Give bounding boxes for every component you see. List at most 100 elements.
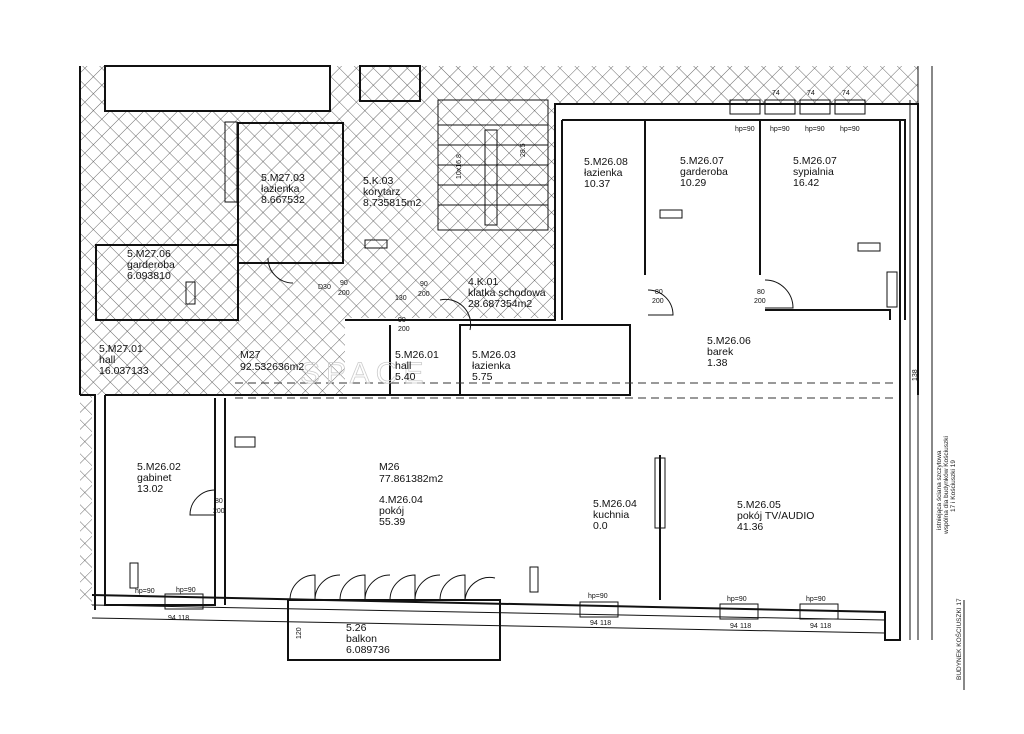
dimension-label: klatka schodowa — [468, 287, 546, 299]
dimension-label: M26 — [379, 461, 400, 473]
dimension-label: garderoba — [127, 259, 175, 271]
dimension-label: 0.0 — [593, 520, 608, 532]
walls — [79, 65, 933, 661]
room-label-m26: M26 77.861382m2 — [379, 461, 443, 485]
dimension-label: 118 — [740, 623, 751, 630]
dimension-label: sypialnia — [793, 166, 834, 178]
room-label-m26-02: 5.M26.02 gabinet 13.02 — [137, 461, 181, 495]
dimension-label: 200 — [398, 326, 410, 333]
dimension-label: M27 — [240, 349, 261, 361]
dimension-label: garderoba — [680, 166, 728, 178]
dimension-label: 94 — [168, 615, 176, 622]
dimension-label: 41.36 — [737, 521, 763, 533]
dimension-label: 5.M26.08 — [584, 156, 628, 168]
dimension-label: 94 — [730, 623, 738, 630]
dimension-label: 6.093810 — [127, 270, 171, 282]
dimension-label: 118 — [178, 615, 189, 622]
dimension-label: 200 — [338, 290, 350, 297]
dimension-label: 8.735815m2 — [363, 197, 422, 209]
dimension-label: 90 — [398, 317, 406, 324]
room-label-m26-06: 5.M26.06 barek 1.38 — [707, 335, 751, 369]
dimension-label: hp=90 — [805, 126, 825, 133]
dimension-label: D30 — [318, 284, 331, 291]
dimension-label: 92.532636m2 — [240, 361, 304, 373]
dimension-label: 28.687354m2 — [468, 298, 532, 310]
dimension-label: 118 — [600, 620, 611, 627]
dimension-label: hp=90 — [135, 588, 155, 595]
dimension-label: 74 — [842, 90, 850, 97]
dimension-label: istniejąca ściana szczytowa — [936, 450, 943, 530]
dimension-label: kuchnia — [593, 509, 629, 521]
dimension-label: 5.M26.01 — [395, 349, 439, 361]
dimension-label: 80 — [757, 289, 765, 296]
dimension-label: 4.M26.04 — [379, 494, 423, 506]
dimension-label: 16.42 — [793, 177, 819, 189]
dimension-label: 5.M26.03 — [472, 349, 516, 361]
dimension-label: 55.39 — [379, 516, 405, 528]
watermark: SPACE — [300, 357, 429, 390]
room-label-m26-04-pokoj: 4.M26.04 pokój 55.39 — [379, 494, 423, 528]
dimension-label: 90 — [340, 280, 348, 287]
dimension-label: 90 — [420, 281, 428, 288]
dimension-label: 5.75 — [472, 371, 493, 383]
dimension-label: 5.26 — [346, 622, 367, 634]
dimension-label: 5.40 — [395, 371, 416, 383]
dimension-label: 74 — [807, 90, 815, 97]
room-label-m27-01: 5.M27.01 hall 16.037133 — [99, 343, 149, 377]
dimension-label: 5.M26.02 — [137, 461, 181, 473]
dimension-label: 138 — [912, 369, 919, 381]
dimension-label: pokój — [379, 505, 404, 517]
dimension-label: 80 — [215, 498, 223, 505]
dimension-label: 10.37 — [584, 178, 610, 190]
dimension-label: korytarz — [363, 186, 400, 198]
dimension-label: 94 — [810, 623, 818, 630]
dimension-label: hall — [395, 360, 411, 372]
dimension-label: 80 — [655, 289, 663, 296]
dimension-labels: 80 200 80 200 80 200 90 200 D30 90 200 9… — [135, 90, 919, 639]
room-label-m27-06: 5.M27.06 garderoba 6.093810 — [127, 248, 175, 282]
room-label-m27-03: 5.M27.03 łazienka 8.667532 — [261, 172, 305, 206]
dimension-label: 5.M26.06 — [707, 335, 751, 347]
room-label-k-03: 5.K.03 korytarz 8.735815m2 — [363, 175, 422, 209]
dimension-label: 4.K.01 — [468, 276, 499, 288]
dimension-label: hp=90 — [806, 596, 826, 603]
dimension-label: hp=90 — [770, 126, 790, 133]
room-label-balkon: 5.26 balkon 6.089736 — [346, 622, 390, 656]
dimension-label: 5.K.03 — [363, 175, 394, 187]
party-wall-note: istniejąca ściana szczytowa wspólna dla … — [936, 436, 957, 535]
dimension-label: łazienka — [584, 167, 623, 179]
dimension-label: balkon — [346, 633, 377, 645]
dimension-label: pokój TV/AUDIO — [737, 510, 814, 522]
room-label-m26-03: 5.M26.03 łazienka 5.75 — [472, 349, 516, 383]
room-label-m26-07-sypialnia: 5.M26.07 sypialnia 16.42 — [793, 155, 837, 189]
dimension-label: 120 — [296, 627, 303, 639]
room-label-m26-05: 5.M26.05 pokój TV/AUDIO 41.36 — [737, 499, 814, 533]
dimension-label: 5.M26.05 — [737, 499, 781, 511]
dimension-label: 28.5 — [520, 143, 527, 157]
dimension-label: hall — [99, 354, 115, 366]
dimension-label: 5.M27.06 — [127, 248, 171, 260]
building-name-note: BUDYNEK KOŚCIUSZKI 17 — [954, 598, 963, 680]
dimension-label: 8.667532 — [261, 194, 305, 206]
room-label-m26-07-garderoba: 5.M26.07 garderoba 10.29 — [680, 155, 728, 189]
dimension-label: 1.38 — [707, 357, 728, 369]
dimension-label: 10x16.8 — [456, 154, 463, 179]
dimension-label: 200 — [754, 298, 766, 305]
room-label-m26-04-kuchnia: 5.M26.04 kuchnia 0.0 — [593, 498, 637, 532]
dimension-label: hp=90 — [727, 596, 747, 603]
hatched-area — [80, 66, 918, 605]
dimension-label: łazienka — [261, 183, 300, 195]
dimension-label: 10.29 — [680, 177, 706, 189]
room-label-m26-08: 5.M26.08 łazienka 10.37 — [584, 156, 628, 190]
dimension-label: 74 — [772, 90, 780, 97]
dimension-label: 94 — [590, 620, 598, 627]
dimension-label: 5.M27.03 — [261, 172, 305, 184]
dimension-label: 16.037133 — [99, 365, 149, 377]
dimension-label: hp=90 — [840, 126, 860, 133]
dimension-label: 13.02 — [137, 483, 163, 495]
dimension-label: barek — [707, 346, 734, 358]
dimension-label: 5.M26.07 — [680, 155, 724, 167]
dimension-label: 118 — [820, 623, 831, 630]
dimension-label: 130 — [395, 295, 407, 302]
